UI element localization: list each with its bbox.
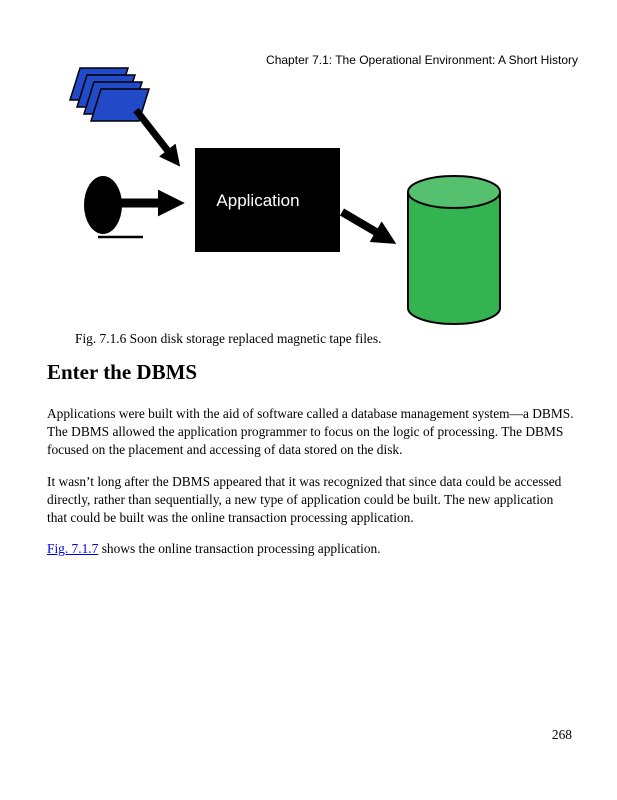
- arrow-cards-to-application-icon: [133, 107, 181, 167]
- paragraph-dbms-intro: Applications were built with the aid of …: [47, 406, 574, 458]
- application-box: Application: [195, 148, 340, 252]
- figure-caption: Fig. 7.1.6 Soon disk storage replaced ma…: [75, 331, 382, 346]
- figure-link[interactable]: Fig. 7.1.7: [47, 541, 99, 557]
- paragraph-figure-reference: Fig. 7.1.7 shows the online transaction …: [47, 540, 574, 558]
- arrow-application-to-disk-icon: [339, 208, 397, 244]
- figure-reference-text: shows the online transaction processing …: [98, 541, 381, 557]
- page-number: 268: [551, 727, 572, 742]
- application-label: Application: [216, 191, 299, 210]
- section-heading: Enter the DBMS: [47, 360, 198, 384]
- paragraph-dbms-oltp: It wasn’t long after the DBMS appeared t…: [47, 473, 562, 526]
- chapter-header: Chapter 7.1: The Operational Environment…: [266, 53, 578, 67]
- figure-diagram: Application: [68, 67, 501, 325]
- tape-reel-icon: [84, 176, 143, 239]
- disk-storage-icon: [407, 175, 501, 325]
- section-content: Enter the DBMS Applications were built w…: [47, 360, 574, 572]
